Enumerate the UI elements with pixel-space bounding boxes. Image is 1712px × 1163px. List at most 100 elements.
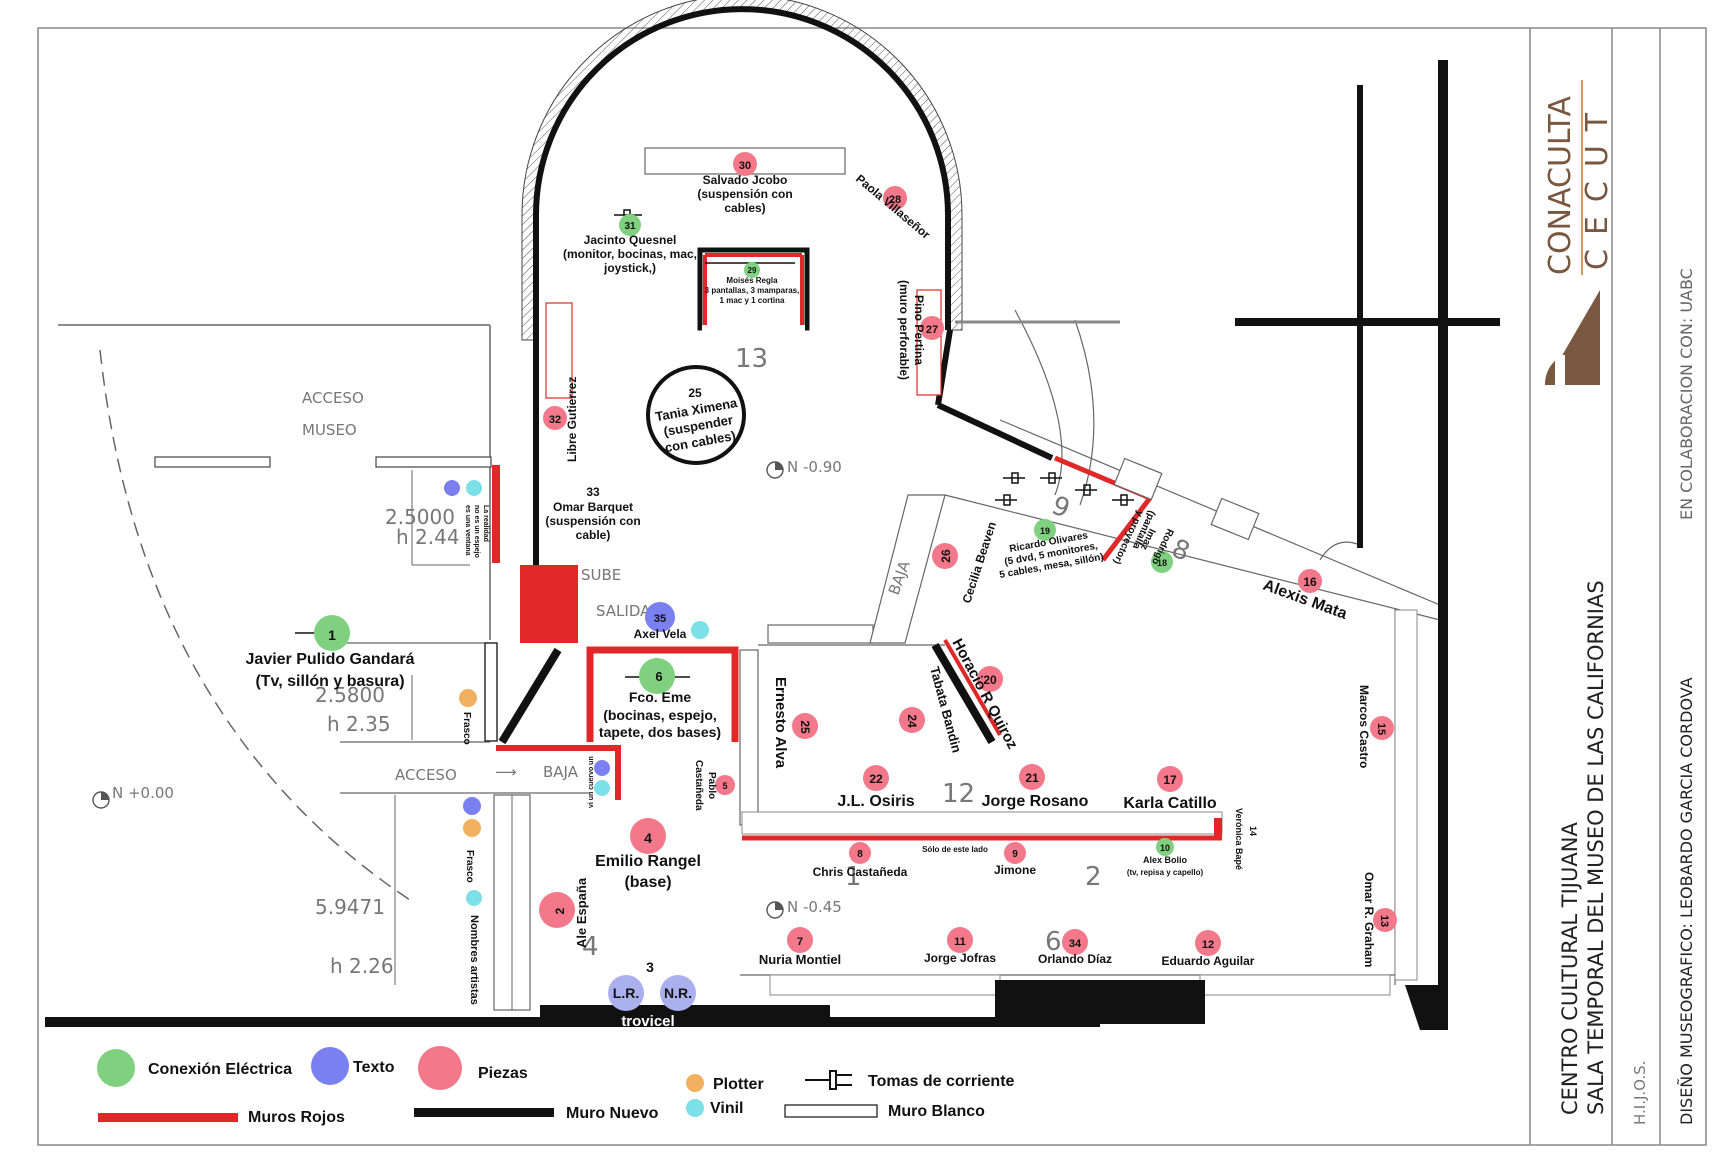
svg-text:5: 5	[722, 781, 727, 791]
svg-text:12: 12	[1202, 939, 1214, 951]
marker-15: 15	[1370, 716, 1394, 740]
svg-text:16: 16	[1303, 575, 1317, 589]
brand-conaculta: CONACULTA	[1543, 96, 1578, 275]
legend-white-wall-swatch	[784, 1104, 878, 1118]
artist-3-num: 3	[646, 959, 654, 975]
vinyl-marker-vinil	[594, 780, 610, 796]
artist-3-name: trovicel	[621, 1013, 674, 1030]
realidad-l2: no es un espejo	[473, 505, 480, 558]
legend-red-walls-label: Muros Rojos	[248, 1109, 345, 1126]
artist-31-l3: joystick,)	[603, 261, 656, 275]
gallery-curve-door-2	[1074, 319, 1095, 506]
artist-10-l2: (tv, repisa y capello)	[1127, 868, 1204, 877]
legend-electric-label: Conexión Eléctrica	[148, 1061, 292, 1078]
svg-text:24: 24	[905, 714, 919, 728]
marker-28: 28	[883, 186, 907, 210]
artist-33-l4: cable)	[576, 528, 611, 542]
artist-29-l2: 3 pantallas, 3 mamparas,	[705, 286, 800, 295]
svg-text:13: 13	[1378, 915, 1390, 927]
side-hijos: H.I.J.O.S.	[1631, 1061, 1649, 1125]
svg-text:10: 10	[1160, 843, 1170, 853]
artist-27-l2: (muro perforable)	[897, 280, 911, 380]
marker-5: 5	[715, 775, 735, 795]
artist-5-l1: Pablo	[706, 772, 717, 799]
legend-new-wall-swatch	[414, 1108, 554, 1117]
bottom-wall-panels	[769, 974, 1001, 996]
conaculta-logo	[1544, 290, 1600, 385]
frasco-label-2: Frasco	[464, 850, 475, 883]
artist-14-num: 14	[1248, 826, 1258, 836]
vinil-side-text: vi un cuervo un	[588, 756, 595, 808]
legend-plotter-label: Plotter	[713, 1076, 764, 1093]
legend-vinyl-label: Vinil	[710, 1100, 744, 1117]
new-wall-horacio	[931, 642, 996, 745]
gallery-diag-wall	[944, 494, 1441, 621]
room-number-9: 9	[1047, 491, 1074, 525]
legend-text-label: Texto	[353, 1059, 395, 1076]
svg-text:21: 21	[1025, 771, 1039, 785]
legend-vinyl-swatch	[686, 1099, 704, 1117]
frasco-label-1: Frasco	[461, 712, 472, 745]
svg-text:L.R.: L.R.	[613, 985, 639, 1001]
legend-pieces-label: Piezas	[478, 1065, 528, 1082]
artist-6-l2: (bocinas, espejo,	[603, 707, 717, 723]
text-marker-2	[463, 797, 481, 815]
svg-text:20: 20	[983, 673, 997, 687]
dim-1: 2.5000	[385, 505, 455, 529]
central-wall	[741, 811, 1223, 835]
artist-15-name: Marcos Castro	[1357, 685, 1371, 768]
wall-stub-1	[739, 649, 759, 826]
angled-wall-b	[936, 402, 1054, 461]
legend-text-swatch	[311, 1047, 349, 1085]
artist-29-l1: Moisés Regla	[726, 276, 778, 285]
door-pillar	[1113, 457, 1163, 501]
red-wall-rodrigo	[1101, 496, 1152, 562]
artist-33-l2: Omar Barquet	[553, 500, 633, 514]
marker-13: 13	[1373, 908, 1397, 932]
artist-35-name: Axel Vela	[634, 627, 687, 641]
legend-red-walls-swatch	[98, 1113, 238, 1122]
display-27	[916, 289, 942, 396]
svg-text:N.R.: N.R.	[664, 985, 692, 1001]
salida-label: SALIDA	[596, 602, 651, 620]
svg-text:19: 19	[1040, 526, 1050, 536]
nombres-artistas: Nombres artistas	[468, 915, 480, 1005]
artist-14-name: Verónica Bapé	[1234, 808, 1244, 870]
baja-label-1: BAJA	[543, 763, 579, 781]
artist-7-name: Nuria Montiel	[759, 952, 841, 967]
marker-3-nr: N.R.	[660, 975, 696, 1011]
room-number-6: 6	[1045, 927, 1062, 957]
marker-8: 8	[849, 842, 871, 864]
artist-22-name: J.L. Osiris	[837, 793, 914, 810]
level-3: N -0.45	[787, 898, 842, 916]
marker-16: 16	[1298, 569, 1322, 593]
svg-text:8: 8	[857, 849, 863, 860]
marker-35: 35	[645, 602, 675, 632]
side-collab: EN COLABORACION CON: UABC	[1677, 268, 1696, 520]
marker-3-lr: L.R.	[608, 975, 644, 1011]
text-marker-vinil	[594, 760, 610, 776]
sube-label: SUBE	[581, 566, 621, 584]
legend-plotter-swatch	[686, 1074, 704, 1092]
artist-32-name: Libre Gutierrez	[565, 377, 579, 462]
artist-4-l1: Emilio Rangel	[595, 853, 701, 870]
red-wall-realidad	[492, 465, 500, 563]
marker-11: 11	[947, 927, 973, 953]
plotter-marker-2	[463, 819, 481, 837]
marker-31: 31	[619, 214, 641, 236]
marker-26: 26	[932, 543, 958, 569]
side-title-1: CENTRO CULTURAL TIJUANA	[1558, 822, 1582, 1115]
svg-text:11: 11	[954, 936, 966, 948]
room-number-2: 2	[1085, 862, 1102, 892]
marker-24: 24	[899, 707, 925, 733]
svg-text:4: 4	[644, 830, 652, 846]
marker-30: 30	[733, 152, 757, 176]
level-2: N -0.90	[787, 458, 842, 476]
legend-outlets-label: Tomas de corriente	[868, 1073, 1015, 1090]
svg-text:2: 2	[553, 907, 567, 914]
artist-5-l2: Castañeda	[693, 760, 704, 811]
bench-1	[154, 456, 271, 468]
artist-12-name: Eduardo Aguilar	[1162, 954, 1255, 968]
artist-30-l1: Salvado Jcobo	[703, 173, 788, 187]
side-title-2: SALA TEMPORAL DEL MUSEO DE LAS CALIFORNI…	[1584, 580, 1608, 1115]
